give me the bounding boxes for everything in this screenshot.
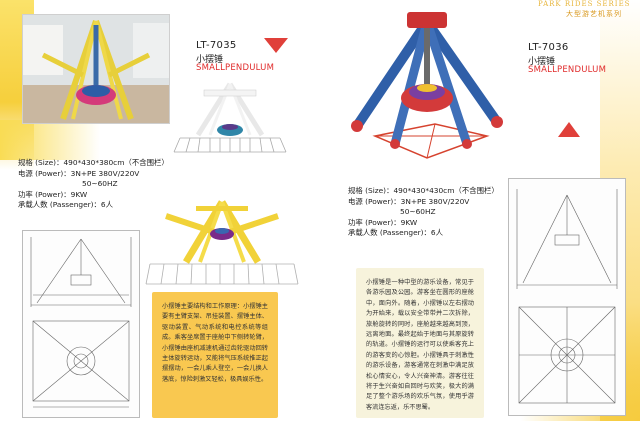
series-title-cn: 大型游艺机系列 [566,10,622,18]
left-name-cn: 小摆锤 [196,55,224,65]
spec-size: 规格 (Size)：490*430*380cm（不含围栏） [18,158,169,167]
series-title-en: PARK RIDES SERIES [538,0,631,8]
red-triangle-up-icon [558,122,580,137]
right-name-cn: 小摆锤 [528,57,556,67]
ride-main-image [351,12,503,159]
right-description-text: 小摆锤是一种中型的游乐设备，常见于各游乐园及公园。游客坐在圆形的座舱中，面向外。… [366,279,474,411]
spec-passengers: 承载人数 (Passenger)：6人 [348,228,444,237]
right-name-en: SMALLPENDULUM [528,65,607,75]
spec-wattage: 功率 (Power)：9KW [18,189,88,199]
left-name-en: SMALLPENDULUM [196,63,275,73]
left-description-text: 小摆锤主要结构和工作原理：小摆锤主要有主臂支架、吊挂装置、摆锤主体、驱动装置、气… [162,303,268,383]
red-triangle-icon [264,38,288,53]
spec-power: 电源 (Power)：3N+PE 380V/220V [18,168,140,178]
right-specs: 规格 (Size)：490*430*430cm（不含围栏） 电源 (Power)… [348,186,499,239]
spec-passengers: 承载人数 (Passenger)：6人 [18,200,114,209]
left-specs: 规格 (Size)：490*430*380cm（不含围栏） 电源 (Power)… [18,158,169,211]
right-description-box: 小摆锤是一种中型的游乐设备，常见于各游乐园及公园。游客坐在圆形的座舱中，面向外。… [356,268,484,418]
spec-power: 电源 (Power)：3N+PE 380V/220V [348,196,470,206]
right-technical-drawing [508,178,626,416]
spec-wattage: 功率 (Power)：9KW [348,217,418,227]
left-model-number: LT-7035 [196,40,237,51]
yellow-decoration-strip [0,120,100,160]
ride-photo-illustration [23,15,169,123]
left-description-box: 小摆锤主要结构和工作原理：小摆锤主要有主臂支架、吊挂装置、摆锤主体、驱动装置、气… [152,292,278,418]
left-technical-drawing [22,230,140,418]
technical-drawing-lines [516,189,618,404]
spec-size: 规格 (Size)：490*430*430cm（不含围栏） [348,186,499,195]
spec-frequency: 50~60HZ [82,179,118,188]
right-model-number: LT-7036 [528,42,569,53]
ride-image-white-frame [173,82,287,153]
spec-frequency: 50~60HZ [400,207,436,216]
yellow-ride-image [145,200,299,285]
technical-drawing-lines [30,237,132,408]
product-photo-indoor [22,14,170,124]
